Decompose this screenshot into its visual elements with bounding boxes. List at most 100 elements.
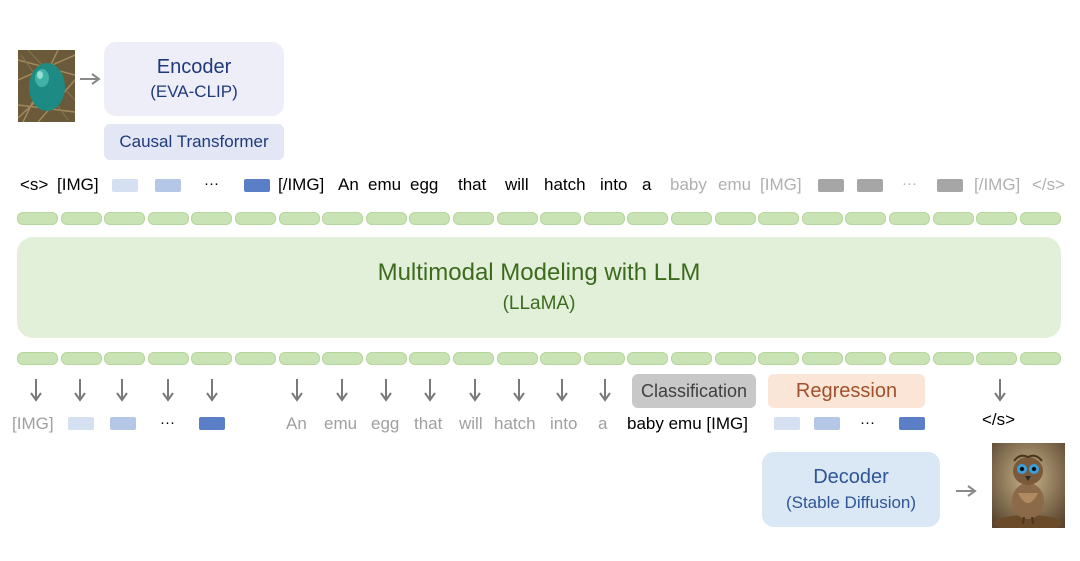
- out-ellipsis-token: ···: [160, 414, 175, 431]
- arrow-down-icon: [291, 379, 303, 402]
- regression-label: Regression: [795, 380, 898, 402]
- word-token: emu: [368, 175, 402, 194]
- embedding-pill: [366, 352, 407, 365]
- eos-token: </s>: [1032, 175, 1066, 194]
- embedding-pill: [1020, 212, 1061, 225]
- target-word-token: baby: [670, 175, 707, 194]
- embedding-pill: [540, 212, 581, 225]
- out-img-open-token: [IMG]: [12, 414, 54, 433]
- out-word-token: An: [286, 414, 307, 433]
- target-image-embedding: [857, 179, 883, 192]
- out-eos-token: </s>: [982, 410, 1016, 429]
- regressed-embedding: [899, 417, 925, 430]
- embedding-pill: [191, 352, 232, 365]
- embedding-pill: [671, 212, 712, 225]
- embedding-pill: [17, 212, 58, 225]
- embedding-pill: [104, 212, 145, 225]
- ellipsis-token: ···: [204, 175, 219, 192]
- embedding-pill: [409, 352, 450, 365]
- embedding-pill: [845, 352, 886, 365]
- classification-head: Classification: [632, 374, 756, 408]
- out-reg-ellipsis-token: ···: [860, 414, 875, 431]
- arrow-down-icon: [994, 379, 1006, 402]
- embedding-pill: [453, 212, 494, 225]
- img-open-token: [IMG]: [57, 175, 99, 194]
- embedding-pill: [976, 212, 1017, 225]
- embedding-pill: [845, 212, 886, 225]
- embedding-pill: [802, 352, 843, 365]
- embedding-pill: [715, 212, 756, 225]
- word-token: will: [505, 175, 529, 194]
- embedding-pill: [497, 212, 538, 225]
- decoder-box: Decoder (Stable Diffusion): [762, 452, 940, 527]
- embedding-pill: [802, 212, 843, 225]
- arrow-down-icon: [424, 379, 436, 402]
- causal-transformer-label: Causal Transformer: [119, 132, 269, 151]
- out-word-token: into: [550, 414, 578, 433]
- embedding-pill: [758, 212, 799, 225]
- word-token: egg: [410, 175, 439, 194]
- target-ellipsis-token: ···: [902, 175, 917, 192]
- out-word-token: hatch: [494, 414, 536, 433]
- llm-box: Multimodal Modeling with LLM (LLaMA): [17, 237, 1061, 338]
- bos-token: <s>: [20, 175, 49, 194]
- image-embedding: [244, 179, 270, 192]
- arrow-down-icon: [599, 379, 611, 402]
- arrow-down-icon: [206, 379, 218, 402]
- embedding-pill: [191, 212, 232, 225]
- llm-title: Multimodal Modeling with LLM: [377, 259, 701, 286]
- emu-egg-image: [17, 49, 76, 123]
- embedding-pill: [933, 352, 974, 365]
- regression-head: Regression: [768, 374, 925, 408]
- output-image-embedding: [68, 417, 94, 430]
- target-image-embedding: [818, 179, 844, 192]
- arrow-right-icon: [956, 485, 977, 497]
- embedding-pill: [627, 352, 668, 365]
- embedding-pill: [235, 352, 276, 365]
- output-image-embedding: [110, 417, 136, 430]
- arrow-down-icon: [469, 379, 481, 402]
- out-word-token: will: [459, 414, 483, 433]
- target-word-token: emu: [718, 175, 752, 194]
- decoder-subtitle: (Stable Diffusion): [785, 493, 917, 512]
- embedding-pill: [148, 212, 189, 225]
- encoder-box: Encoder (EVA-CLIP): [104, 42, 284, 116]
- image-embedding: [112, 179, 138, 192]
- embedding-pill: [584, 212, 625, 225]
- regressed-embedding: [774, 417, 800, 430]
- arrow-down-icon: [116, 379, 128, 402]
- encoder-subtitle: (EVA-CLIP): [150, 82, 238, 101]
- embedding-pill: [889, 352, 930, 365]
- llm-subtitle: (LLaMA): [502, 293, 576, 314]
- embedding-pill: [148, 352, 189, 365]
- embedding-pill: [758, 352, 799, 365]
- embedding-pill: [540, 352, 581, 365]
- regressed-embedding: [814, 417, 840, 430]
- arrow-down-icon: [30, 379, 42, 402]
- img-close-token: [/IMG]: [278, 175, 325, 194]
- embedding-pill: [17, 352, 58, 365]
- embedding-pill: [671, 352, 712, 365]
- embedding-pill: [279, 212, 320, 225]
- arrow-down-icon: [513, 379, 525, 402]
- embedding-pill: [584, 352, 625, 365]
- embedding-pill: [497, 352, 538, 365]
- embedding-pill: [279, 352, 320, 365]
- embedding-pill: [61, 352, 102, 365]
- embedding-pill: [235, 212, 276, 225]
- embedding-pill: [1020, 352, 1061, 365]
- image-embedding: [155, 179, 181, 192]
- word-token: hatch: [544, 175, 586, 194]
- target-img-close-token: [/IMG]: [974, 175, 1021, 194]
- embedding-pill: [627, 212, 668, 225]
- out-word-token: egg: [371, 414, 400, 433]
- embedding-pill: [366, 212, 407, 225]
- word-token: that: [458, 175, 487, 194]
- decoder-title: Decoder: [813, 466, 889, 488]
- arrow-down-icon: [74, 379, 86, 402]
- classification-label: Classification: [640, 381, 748, 401]
- out-word-token: that: [414, 414, 443, 433]
- predicted-tokens: baby emu [IMG]: [627, 414, 748, 433]
- embedding-pill: [715, 352, 756, 365]
- embedding-pill: [453, 352, 494, 365]
